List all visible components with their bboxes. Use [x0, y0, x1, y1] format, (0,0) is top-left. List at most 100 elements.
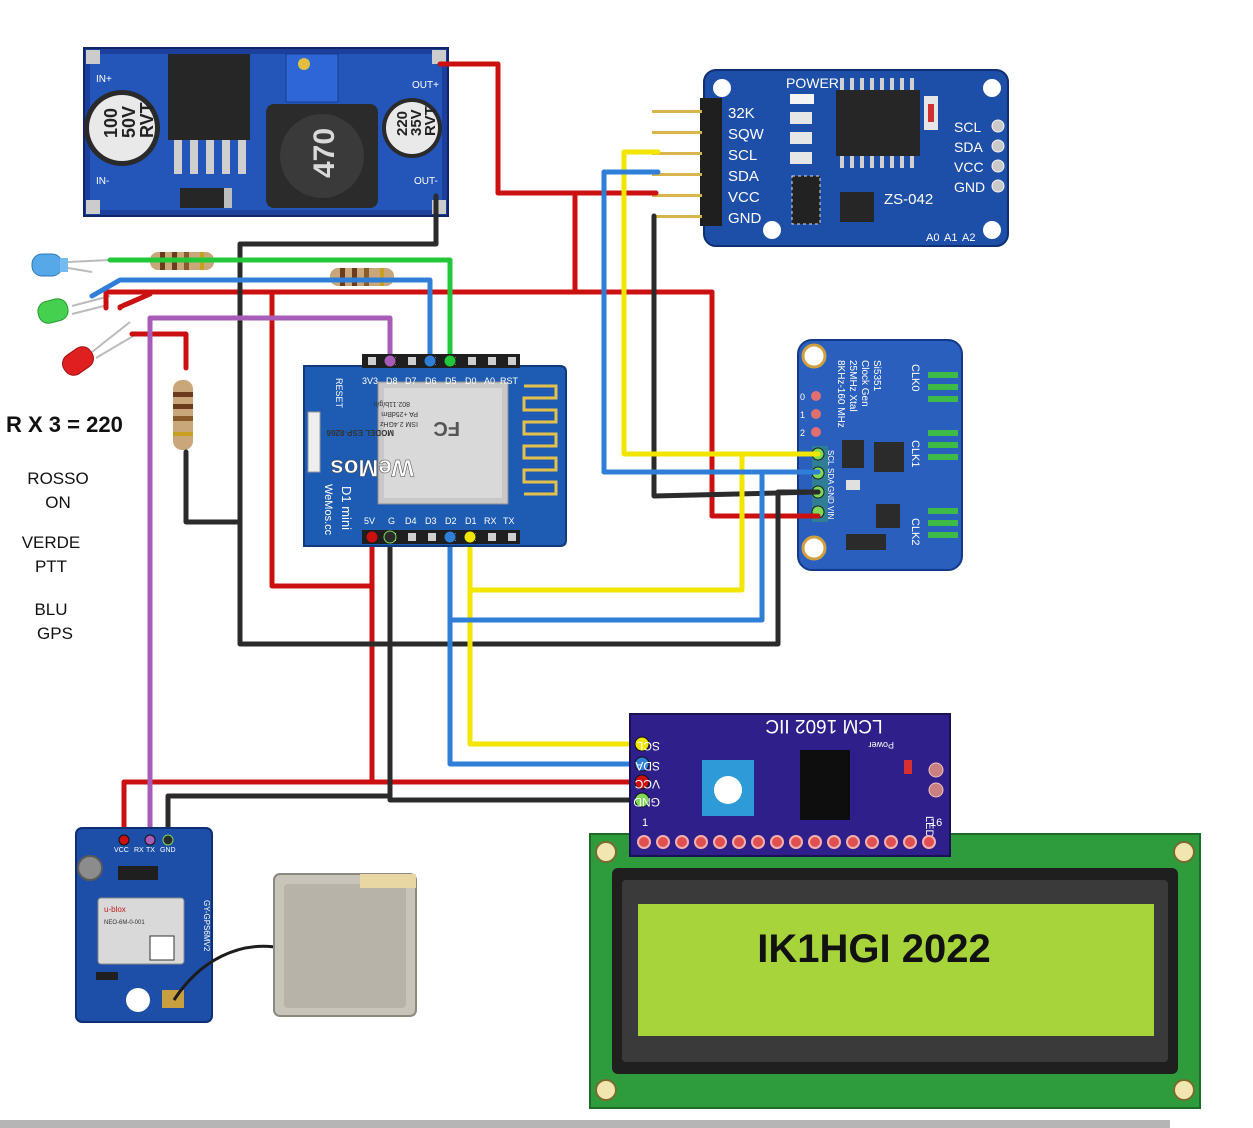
rtc-addr-a2: A2	[962, 232, 975, 244]
d1-pin-d3: D3	[425, 516, 437, 526]
rtc-right-pin-scl: SCL	[954, 119, 981, 135]
d1-fcc-mark: FC	[433, 417, 460, 439]
buck-inductor-label: 470	[308, 128, 341, 178]
si5351-chip-text-3: 25MHz Xtal	[847, 360, 858, 412]
d1-pin-d4: D4	[405, 516, 417, 526]
lcd-mount-holes	[595, 841, 1195, 1101]
d1-pin-rst: RST	[500, 376, 519, 386]
si5351-clk2-label: CLK2	[909, 518, 921, 546]
wires	[89, 61, 821, 843]
gps-module: VCC RX TX GND u-blox NEO-6M-0-001 GY-GPS…	[75, 827, 213, 1023]
gps-antenna	[172, 873, 417, 1017]
d1-bottom-pin-header	[362, 530, 520, 544]
d1-esp-line3: ISM 2.4GHz	[379, 420, 418, 427]
page-bottom-bar	[0, 1120, 1170, 1128]
rtc-pin-vcc: VCC	[728, 189, 760, 206]
legend-rosso-meaning: ON	[45, 493, 71, 512]
buck-converter: 100 50V RVT 470 220 35V RVT IN+ IN- OUT+…	[83, 47, 449, 217]
d1-pin-d0: D0	[465, 376, 477, 386]
buck-in-minus-label: IN-	[96, 176, 109, 187]
si5351-addr-1: 1	[800, 410, 805, 420]
lcd-i2c-title: LCM 1602 IIC	[765, 715, 882, 736]
buck-cap-right-line1: 220	[394, 111, 411, 136]
lcd-i2c-pin-vcc: VCC	[634, 777, 660, 791]
lcd-i2c-pin-scl: SCL	[636, 739, 660, 753]
rtc-right-pin-sda: SDA	[954, 139, 983, 155]
buck-cap-left-line1: 100	[101, 108, 121, 138]
gps-pin-tx: TX	[146, 847, 155, 854]
si5351-module: CLK0 CLK1 CLK2 Si5351 Clock Gen 25MHz Xt…	[797, 339, 963, 571]
si5351-chip-text-4: 8KHz-160 MHz	[835, 360, 846, 428]
lcd-i2c-pin-sda: SDA	[635, 759, 660, 773]
d1-esp-line1: 802.11b/g/n	[373, 400, 410, 407]
buck-cap-left-line3: RVT	[137, 102, 157, 138]
lcd-i2c-pins	[634, 736, 650, 808]
rtc-pin-32k: 32K	[728, 105, 755, 122]
d1-pin-d7: D7	[405, 376, 417, 386]
yellow-wires	[467, 149, 821, 747]
resistor-blue-line	[330, 268, 394, 286]
buck-out-minus-label: OUT-	[414, 176, 438, 187]
d1-mini-board: MODEL ESP-8266 802.11b/g/n PA +25dBm ISM…	[303, 354, 567, 547]
d1-esp-model: MODEL ESP-8266	[326, 428, 394, 437]
buck-cap-right-line3: RVT	[422, 106, 439, 136]
d1-board-name: D1 mini	[339, 486, 354, 530]
legend-blu-label: BLU	[34, 600, 67, 619]
resistor-vertical	[173, 380, 193, 450]
buck-cap-right-line2: 35V	[408, 109, 425, 136]
legend-resistor-note: R X 3 = 220	[6, 412, 123, 437]
blue-wires	[89, 169, 821, 767]
buck-out-plus-label: OUT+	[412, 80, 439, 91]
d1-pin-d2: D2	[445, 516, 457, 526]
si5351-pin-gnd: GND	[826, 486, 835, 504]
buck-cap-left-line2: 50V	[119, 106, 139, 138]
d1-pin-d5: D5	[445, 376, 457, 386]
lcd-i2c-pin-sixteen: 16	[930, 817, 942, 829]
lcd-i2c-pad-row	[637, 835, 936, 849]
blue-led	[31, 253, 111, 277]
rtc-header-pin-leads	[652, 110, 702, 218]
d1-brand-site: WeMos.cc	[322, 484, 334, 536]
si5351-pin-scl: SCL	[826, 450, 835, 466]
d1-pin-tx: TX	[503, 516, 515, 526]
gps-pin-gnd: GND	[160, 847, 176, 854]
lcd-i2c-pin-gnd: GND	[633, 795, 660, 809]
si5351-pin-sda: SDA	[826, 468, 835, 485]
lcd-i2c-backpack: LCM 1602 IIC Power LED SCL SDA VCC GND 1…	[629, 713, 951, 857]
red-led	[62, 321, 141, 376]
si5351-clk-pads	[928, 372, 958, 538]
rtc-model-label: ZS-042	[884, 191, 933, 208]
d1-reset-label: RESET	[334, 378, 344, 409]
si5351-addr-2: 2	[800, 428, 805, 438]
d1-pin-a0: A0	[484, 376, 495, 386]
purple-wire	[147, 315, 393, 843]
legend-verde-meaning: PTT	[35, 557, 67, 576]
legend-verde-label: VERDE	[22, 533, 81, 552]
legend-rosso-label: ROSSO	[27, 469, 88, 488]
green-wires	[107, 257, 453, 357]
si5351-chip-text-2: Clock Gen	[859, 360, 870, 407]
d1-pin-5v: 5V	[364, 516, 375, 526]
rtc-addr-a0: A0	[926, 232, 939, 244]
rtc-pin-sqw: SQW	[728, 126, 765, 143]
rtc-pin-sda: SDA	[728, 168, 759, 185]
si5351-addr-0: 0	[800, 392, 805, 402]
lcd-i2c-led-label: LED	[923, 816, 935, 837]
si5351-pins	[811, 446, 828, 522]
d1-antenna	[522, 384, 558, 496]
d1-pin-rx: RX	[484, 516, 497, 526]
d1-brand-logo: WeMos	[330, 454, 414, 481]
gps-chip-model: NEO-6M-0-001	[104, 920, 145, 926]
rtc-right-pads	[991, 119, 1005, 193]
rtc-power-label: POWER	[786, 75, 839, 91]
buck-in-plus-label: IN+	[96, 74, 112, 85]
rtc-pin-scl: SCL	[728, 147, 757, 164]
lcd-display-text: IK1HGI 2022	[757, 927, 990, 971]
d1-pin-d6: D6	[425, 376, 437, 386]
rtc-right-pin-gnd: GND	[954, 179, 985, 195]
d1-pin-3v3: 3V3	[362, 376, 378, 386]
red-wires	[103, 61, 821, 843]
gps-pin-vcc: VCC	[114, 847, 129, 854]
rtc-pin-gnd: GND	[728, 210, 762, 227]
